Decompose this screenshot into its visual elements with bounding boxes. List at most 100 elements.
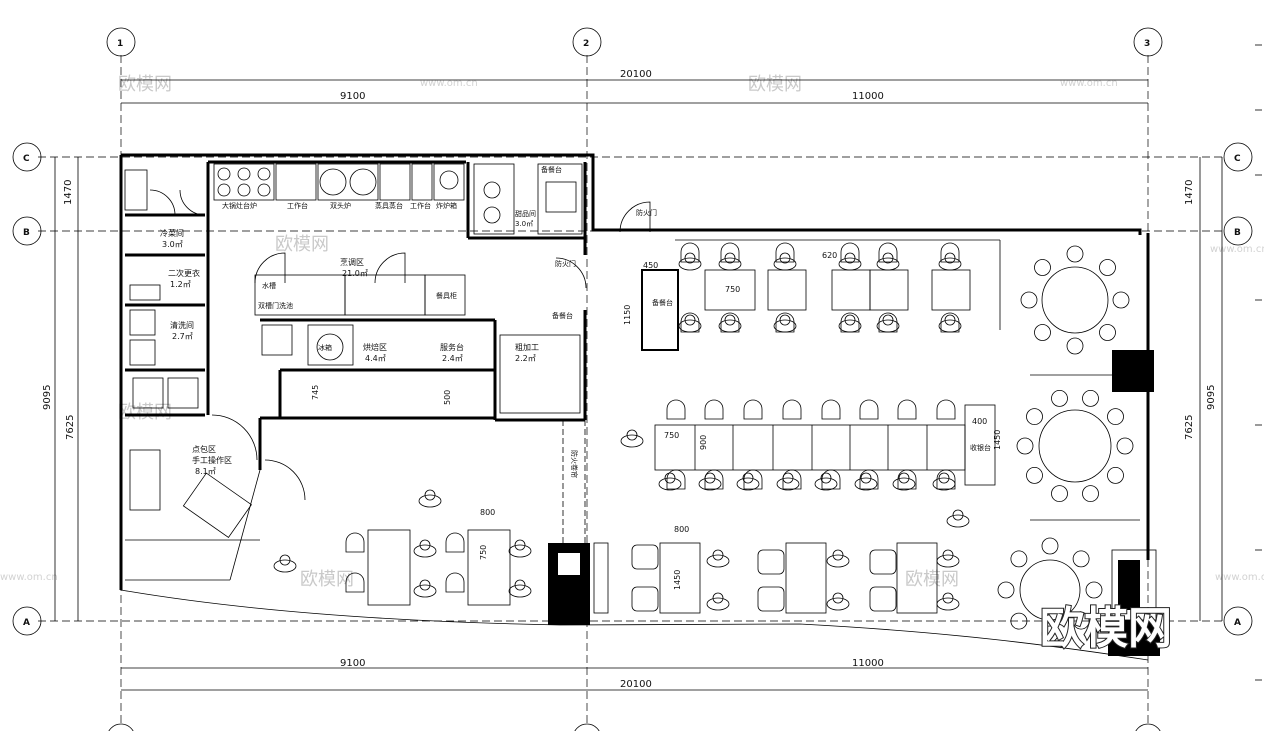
grid-bubble-col-3-bottom <box>1135 723 1161 731</box>
round-chair <box>1099 324 1116 341</box>
door-labels: 防火门 防火门 <box>555 208 657 268</box>
round-chair <box>1085 581 1103 599</box>
equip-work-table-2: 工作台 <box>410 201 431 210</box>
watermark-brand: 欧模网 <box>748 74 802 95</box>
svg-text:B: B <box>23 228 30 238</box>
chair <box>821 399 841 420</box>
person-figure <box>946 509 970 528</box>
room-labels: 冷菜间 3.0㎡ 二次更衣 1.2㎡ 清洗间 2.7㎡ 烹调区 21.0㎡ 烘焙… <box>160 209 579 478</box>
grid-bubble-row-b-right: B <box>1223 216 1253 246</box>
kitchen-equipment <box>124 163 583 539</box>
chair <box>897 469 917 490</box>
chair <box>666 399 686 420</box>
chair <box>445 572 465 593</box>
room-second-change: 二次更衣 <box>168 268 200 278</box>
dim-right-lower: 7625 <box>1184 415 1195 440</box>
grid-bubbles: 1 2 3 C B A C B A <box>12 27 1253 731</box>
round-chair <box>1034 324 1051 341</box>
chair <box>704 399 724 420</box>
grid-bubble-col-2: 2 <box>572 27 602 57</box>
room-dessert: 甜品间 <box>515 209 536 218</box>
room-bake-area: 4.4㎡ <box>365 354 386 363</box>
dim-right-top: 1470 <box>1184 180 1195 205</box>
room-dessert-area: 3.0㎡ <box>515 220 533 228</box>
person-figure <box>938 252 962 271</box>
equip-receiving: 收银台 <box>970 443 991 452</box>
room-service-counter: 服务台 <box>440 342 464 352</box>
brand-logo: 欧模网 <box>1040 603 1172 654</box>
chair <box>345 532 365 553</box>
equip-fryer: 炸炉箱 <box>436 201 457 210</box>
dim-400: 400 <box>972 417 987 426</box>
svg-text:2: 2 <box>583 39 589 49</box>
chair <box>840 312 860 333</box>
person-figure <box>936 592 960 611</box>
watermark-url: www.om.cn <box>1215 572 1264 583</box>
person-figure <box>936 549 960 568</box>
dim-1450-right: 1450 <box>993 430 1002 450</box>
room-rough-process-area: 2.2㎡ <box>515 354 536 363</box>
round-chair <box>1116 437 1134 455</box>
equipment-labels: 大锅灶台炉 工作台 双头炉 蒸具蒸台 工作台 炸炉箱 水槽 双槽门洗池 餐具柜 … <box>222 165 991 452</box>
room-bun-area: 点包区 <box>192 444 216 454</box>
round-chair <box>1026 408 1043 426</box>
equip-big-stove: 大锅灶台炉 <box>222 201 257 210</box>
watermark-url: www.om.cn <box>1060 78 1118 89</box>
grid-bubble-row-a-left: A <box>12 606 42 636</box>
watermark-brand: 欧模网 <box>300 569 354 590</box>
chair <box>680 242 700 263</box>
watermark-layer: 欧模网 欧模网 www.om.cn www.om.cn 欧模网 欧模网 欧模网 … <box>0 74 1264 590</box>
person-figure <box>698 472 722 491</box>
dim-bottom-left: 9100 <box>340 658 365 669</box>
grid-bubble-row-b-left: B <box>12 216 42 246</box>
watermark-brand: 欧模网 <box>118 402 172 423</box>
dim-750-top: 750 <box>725 285 740 294</box>
dim-1450-bottom: 1450 <box>673 570 682 590</box>
grid-bubble-col-2-bottom <box>574 723 600 731</box>
round-chair <box>1051 485 1068 503</box>
room-cleaning: 清洗间 <box>170 320 194 330</box>
person-figure <box>678 252 702 271</box>
chair <box>940 312 960 333</box>
person-figure <box>838 252 862 271</box>
chair <box>878 312 898 333</box>
chair <box>680 312 700 333</box>
person-figure <box>413 579 437 598</box>
person-figure <box>736 472 760 491</box>
room-rough-process: 粗加工 <box>515 342 539 352</box>
room-cooking-area: 烹调区 <box>340 257 364 267</box>
round-chair <box>1082 485 1099 503</box>
svg-text:C: C <box>1234 154 1241 164</box>
equip-refrigerator: 冰箱 <box>318 343 332 352</box>
dimension-texts: 20100 9100 11000 9100 11000 20100 1470 9… <box>42 69 1217 690</box>
watermark-brand: 欧模网 <box>275 234 329 255</box>
dimension-lines <box>54 44 1262 691</box>
dim-800-bottom: 800 <box>674 525 689 534</box>
room-handwork: 手工操作区 <box>192 455 232 465</box>
equip-double-sink: 双槽门洗池 <box>258 301 293 310</box>
dim-900: 900 <box>699 435 708 450</box>
svg-text:B: B <box>1234 228 1241 238</box>
chair <box>878 242 898 263</box>
svg-text:C: C <box>23 154 30 164</box>
round-chair <box>1066 245 1084 263</box>
chair <box>720 242 740 263</box>
chair <box>666 469 686 490</box>
dim-800-left: 800 <box>480 508 495 517</box>
dim-bottom-right: 11000 <box>852 658 884 669</box>
dim-745: 745 <box>311 385 320 400</box>
round-chair <box>1010 612 1028 630</box>
svg-text:3: 3 <box>1144 39 1150 49</box>
grid-bubble-row-c-left: C <box>12 142 42 172</box>
person-figure <box>932 472 956 491</box>
room-bake: 烘焙区 <box>363 342 387 352</box>
person-figure <box>892 472 916 491</box>
round-chair <box>1016 437 1034 455</box>
person-figure <box>854 472 878 491</box>
equip-dish-rack: 餐具柜 <box>436 291 457 300</box>
watermark-url: www.om.cn <box>1210 244 1264 255</box>
person-figure <box>773 252 797 271</box>
dining-furniture <box>367 239 1140 621</box>
dim-450: 450 <box>643 261 658 270</box>
person-figure <box>718 252 742 271</box>
